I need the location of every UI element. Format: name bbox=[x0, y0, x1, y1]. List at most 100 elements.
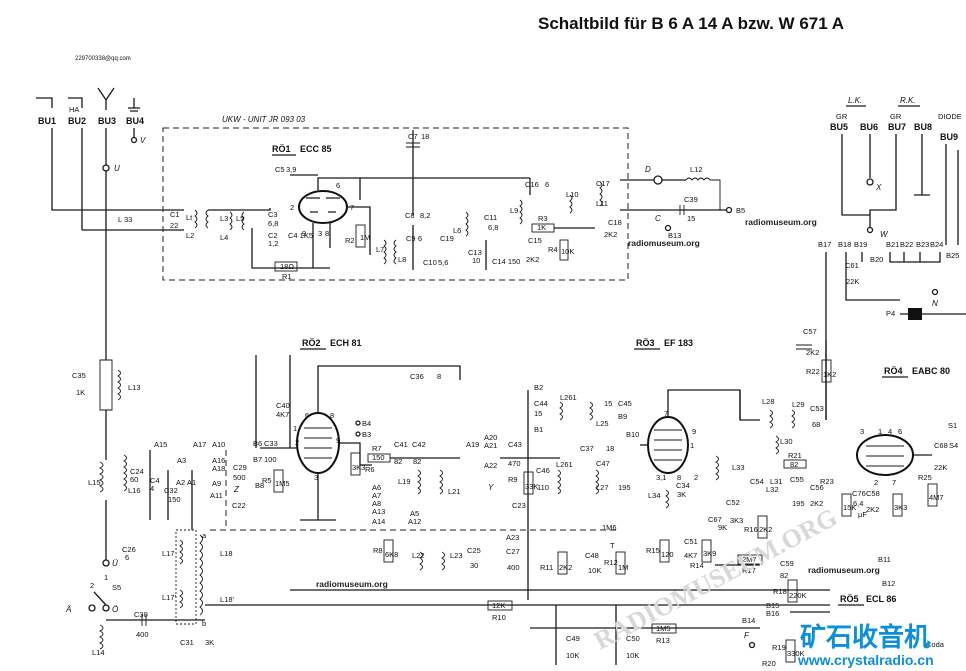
node-n: N bbox=[932, 299, 938, 308]
svg-text:C50: C50 bbox=[626, 634, 640, 643]
c37-value: 18 bbox=[606, 444, 614, 453]
svg-text:L 33: L 33 bbox=[118, 215, 132, 224]
svg-text:B10: B10 bbox=[626, 430, 639, 439]
svg-text:2: 2 bbox=[295, 438, 299, 447]
c15-value: 2K2 bbox=[526, 255, 539, 264]
svg-text:2: 2 bbox=[90, 581, 94, 590]
svg-text:A15: A15 bbox=[154, 440, 167, 449]
svg-text:C33: C33 bbox=[264, 439, 278, 448]
svg-text:B2: B2 bbox=[534, 383, 543, 392]
group-rk: R.K. bbox=[900, 96, 916, 105]
socket-bu8: BU8 bbox=[914, 122, 932, 132]
svg-text:L21: L21 bbox=[448, 487, 461, 496]
svg-text:B6: B6 bbox=[253, 439, 262, 448]
svg-text:C23: C23 bbox=[512, 501, 526, 510]
svg-text:7: 7 bbox=[892, 478, 896, 487]
c35-value: 1K bbox=[76, 388, 85, 397]
svg-text:B4: B4 bbox=[362, 419, 371, 428]
c48-value: 10K bbox=[588, 566, 601, 575]
c50-value: 10K bbox=[626, 651, 639, 660]
svg-text:B8: B8 bbox=[255, 481, 264, 490]
svg-text:Lt: Lt bbox=[186, 213, 193, 222]
svg-text:A23: A23 bbox=[506, 533, 519, 542]
svg-text:1: 1 bbox=[690, 441, 694, 450]
svg-text:L18: L18 bbox=[220, 549, 233, 558]
svg-text:A19: A19 bbox=[466, 440, 479, 449]
svg-text:C68: C68 bbox=[934, 441, 948, 450]
svg-text:C45: C45 bbox=[618, 399, 632, 408]
tube-ro3-ref: RÖ3 bbox=[636, 338, 655, 348]
r23-value: 15K bbox=[843, 503, 856, 512]
svg-text:3K3: 3K3 bbox=[894, 503, 907, 512]
svg-text:C44: C44 bbox=[534, 399, 548, 408]
socket-bu9: BU9 bbox=[940, 132, 958, 142]
svg-text:C67: C67 bbox=[708, 515, 722, 524]
svg-text:8: 8 bbox=[330, 411, 334, 420]
svg-text:C18: C18 bbox=[608, 218, 622, 227]
tube-ro4-type: EABC 80 bbox=[912, 366, 950, 376]
svg-text:A9: A9 bbox=[212, 479, 221, 488]
svg-text:B1: B1 bbox=[534, 425, 543, 434]
node-d: D bbox=[645, 165, 651, 174]
c33-value: 100 bbox=[264, 455, 277, 464]
node-y: Y bbox=[488, 483, 494, 492]
svg-text:C19: C19 bbox=[440, 234, 454, 243]
node-z: Z bbox=[233, 485, 240, 494]
c31-value: 3K bbox=[205, 638, 214, 647]
tag-b20: B20 bbox=[870, 255, 883, 264]
svg-text:L6: L6 bbox=[453, 226, 461, 235]
r17-value: 2M7 bbox=[742, 555, 757, 564]
svg-text:A10: A10 bbox=[212, 440, 225, 449]
ukw-unit-label: UKW - UNIT JR 093 03 bbox=[222, 115, 306, 124]
svg-text:L5: L5 bbox=[236, 214, 244, 223]
svg-text:L16: L16 bbox=[128, 486, 141, 495]
svg-text:A6: A6 bbox=[372, 483, 381, 492]
svg-text:195: 195 bbox=[618, 483, 631, 492]
svg-text:4: 4 bbox=[150, 484, 154, 493]
tube-ro5-ref: RÖ5 bbox=[840, 594, 859, 604]
c46-value: 110 bbox=[537, 483, 549, 492]
svg-text:C49: C49 bbox=[566, 634, 580, 643]
bottom-bus: radiomuseum.org 12K R10 1M5 R13 C49 10K … bbox=[205, 579, 830, 665]
svg-text:R23: R23 bbox=[820, 477, 834, 486]
tag-b12: B12 bbox=[882, 579, 895, 588]
c58-value: 2K2 bbox=[866, 505, 879, 514]
tag-row-b17-b25: B17 B18 B19 B20 B21 B22 B23 B24 B25 C61 … bbox=[818, 240, 966, 420]
svg-text:A21: A21 bbox=[484, 441, 497, 450]
svg-text:C76: C76 bbox=[852, 489, 866, 498]
r9-value: 33K bbox=[525, 482, 538, 491]
svg-text:R13: R13 bbox=[656, 636, 670, 645]
svg-text:C9: C9 bbox=[406, 234, 416, 243]
c43-value: 470 bbox=[508, 459, 521, 468]
svg-text:1: 1 bbox=[293, 424, 297, 433]
c52-value: 3K3 bbox=[730, 516, 743, 525]
tag-b22: B22 bbox=[900, 240, 913, 249]
svg-text:7: 7 bbox=[664, 409, 668, 418]
svg-text:R6: R6 bbox=[365, 465, 375, 474]
c40-value: 4K7 bbox=[276, 410, 289, 419]
svg-text:A17: A17 bbox=[193, 440, 206, 449]
c49-value: 10K bbox=[566, 651, 579, 660]
svg-text:4: 4 bbox=[888, 427, 892, 436]
svg-text:C1: C1 bbox=[170, 210, 180, 219]
ratio-detector-section: C57 2K2 1K2 R22 L28 L29 C53 68 L30 R21 8… bbox=[708, 327, 895, 603]
node-u: U bbox=[114, 164, 120, 173]
svg-text:A13: A13 bbox=[372, 507, 385, 516]
svg-text:L33: L33 bbox=[732, 463, 745, 472]
c44-value: 15 bbox=[534, 409, 542, 418]
watermark-2: radiomuseum.org bbox=[745, 217, 817, 227]
svg-text:60: 60 bbox=[130, 475, 138, 484]
svg-text:R18: R18 bbox=[773, 587, 787, 596]
c59-value: 82 bbox=[780, 571, 788, 580]
svg-text:C56: C56 bbox=[810, 483, 824, 492]
svg-text:C13: C13 bbox=[468, 248, 482, 257]
svg-text:C34: C34 bbox=[676, 481, 690, 490]
svg-text:C53: C53 bbox=[810, 404, 824, 413]
svg-text:A20: A20 bbox=[484, 433, 497, 442]
svg-text:L22: L22 bbox=[412, 551, 425, 560]
label-1m6: S1 bbox=[948, 421, 957, 430]
svg-text:1M5: 1M5 bbox=[275, 479, 290, 488]
socket-bu5: BU5 bbox=[830, 122, 848, 132]
svg-text:C35: C35 bbox=[72, 371, 86, 380]
